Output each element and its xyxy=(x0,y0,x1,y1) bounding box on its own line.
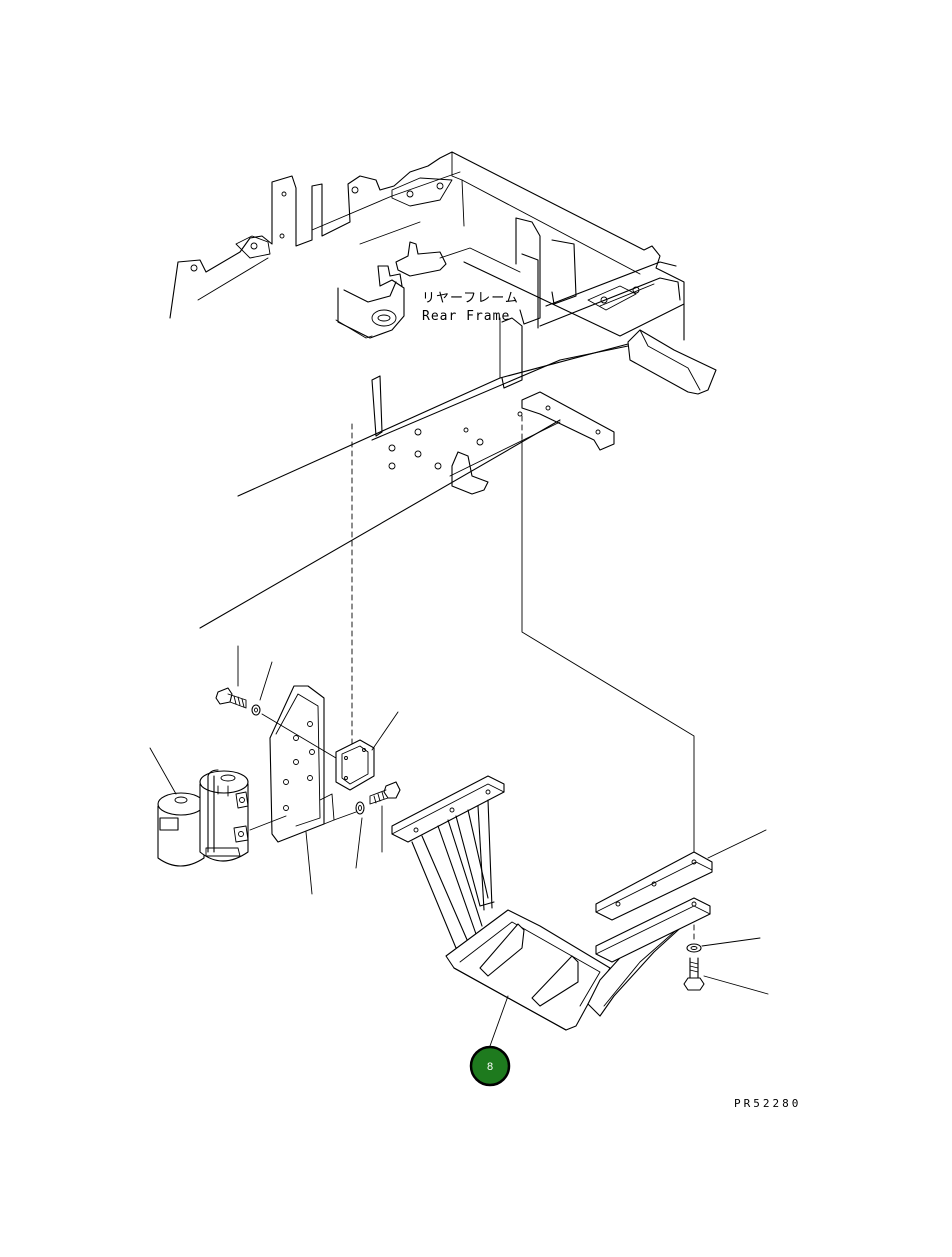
callout-number: 8 xyxy=(487,1061,493,1073)
motor-assembly xyxy=(157,769,249,867)
rear-frame-label-en: Rear Frame xyxy=(422,309,510,324)
bolt-upper xyxy=(215,687,247,709)
rear-frame xyxy=(169,151,717,629)
washer-upper xyxy=(251,704,261,716)
callout-8[interactable]: 8 xyxy=(469,1045,511,1087)
assembly-guide-lines xyxy=(351,415,695,941)
bolt-right xyxy=(683,957,705,991)
leader-lines xyxy=(149,317,769,1047)
drawing-code: PR52280 xyxy=(734,1097,801,1110)
guide-line-bolt xyxy=(261,713,337,759)
guide-line-motor xyxy=(249,815,287,831)
cover-plate xyxy=(335,739,375,791)
washer-lower xyxy=(355,801,365,815)
washer-right xyxy=(686,943,702,953)
callout-circle[interactable] xyxy=(469,1045,511,1087)
rear-frame-label-jp: リヤーフレーム xyxy=(422,291,519,306)
guide-line-washer xyxy=(333,811,357,821)
bolt-lower xyxy=(369,781,401,805)
step-guard xyxy=(391,775,713,1031)
mounting-bracket-plate xyxy=(269,685,335,843)
